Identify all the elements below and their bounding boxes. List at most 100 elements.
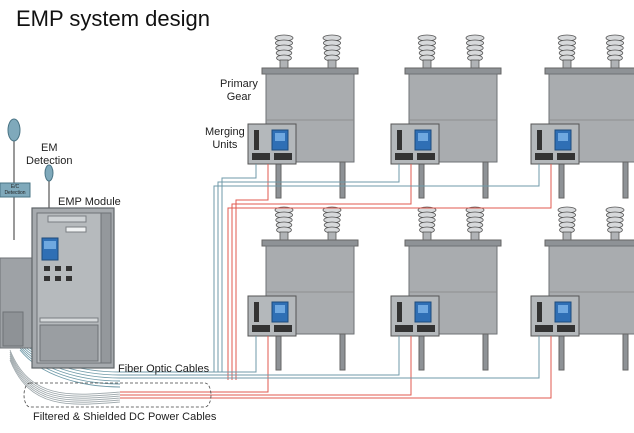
fiber-optic-cable: [19, 347, 121, 385]
bushing-base: [422, 59, 432, 69]
merging-unit-screen: [558, 305, 568, 313]
merging-unit: [247, 295, 297, 337]
dc-power-cable: [9, 351, 121, 397]
dc-power-cable: [9, 355, 121, 401]
dc-power-cable: [9, 359, 121, 405]
merging-unit-port: [417, 325, 435, 332]
merging-unit-port: [395, 325, 413, 332]
bushing: [322, 206, 342, 241]
merging-unit-port: [274, 325, 292, 332]
dc-power-cable: [120, 336, 552, 399]
bushing-base: [562, 59, 572, 69]
gear-unit-0: [247, 34, 359, 199]
merging-unit: [530, 123, 580, 165]
merging-unit-slot: [254, 130, 259, 150]
gear-unit-4: [390, 206, 502, 371]
dc-power-cable: [235, 164, 269, 380]
tank-lid: [261, 67, 359, 75]
tank-leg: [558, 161, 565, 199]
tank-lid: [404, 239, 502, 247]
fiber-optic-cable: [120, 336, 400, 376]
tank-leg: [622, 161, 629, 199]
bushing: [465, 206, 485, 241]
merging-unit-port: [417, 153, 435, 160]
tank-leg: [622, 333, 629, 371]
bushing: [605, 206, 625, 241]
tank-leg: [275, 161, 282, 199]
bushing: [322, 34, 342, 69]
fiber-optic-cable: [120, 336, 540, 379]
dc-power-cable: [231, 164, 412, 380]
primary-gear-label: Primary Gear: [220, 78, 258, 103]
merging-unit-port: [557, 325, 575, 332]
bushing-base: [279, 231, 289, 241]
bushing: [557, 206, 577, 241]
dc-power-cable: [9, 353, 121, 399]
bushing: [417, 206, 437, 241]
merging-unit-screen: [275, 305, 285, 313]
bushing: [417, 34, 437, 69]
gear-unit-5: [530, 206, 634, 371]
dc-power-cables-label: Filtered & Shielded DC Power Cables: [33, 411, 217, 423]
merging-unit: [247, 123, 297, 165]
bushing-base: [470, 59, 480, 69]
fiber-optic-cable: [19, 345, 121, 382]
merging-unit-screen: [418, 133, 428, 141]
dc-power-cable: [9, 357, 121, 403]
dc-power-cable: [9, 349, 121, 395]
fiber-optic-cable: [19, 349, 121, 388]
bushing-base: [327, 231, 337, 241]
bushing-base: [422, 231, 432, 241]
merging-unit-slot: [537, 130, 542, 150]
merging-units-label: Merging Units: [205, 126, 245, 151]
merging-unit: [530, 295, 580, 337]
gear-unit-3: [247, 206, 359, 371]
fiber-optic-cable: [120, 336, 257, 373]
bushing: [274, 206, 294, 241]
merging-unit-screen: [275, 133, 285, 141]
merging-unit-slot: [397, 302, 402, 322]
fiber-optic-cables-label: Fiber Optic Cables: [118, 363, 210, 375]
tank-lid: [261, 239, 359, 247]
primary-gear-group: [247, 34, 634, 371]
shielded-conduit: [23, 382, 212, 408]
bushing-base: [562, 231, 572, 241]
bushing: [465, 34, 485, 69]
tank-leg: [558, 333, 565, 371]
detection-box: [0, 182, 31, 198]
emp-module-cabinet: [31, 207, 115, 369]
page-title: EMP system design: [16, 6, 211, 31]
emp-module-label: EMP Module: [58, 196, 121, 208]
tank-lid: [404, 67, 502, 75]
bushing-base: [279, 59, 289, 69]
dc-power-cable: [227, 164, 552, 380]
merging-unit-slot: [254, 302, 259, 322]
tank-leg: [275, 333, 282, 371]
detection-box-label: E/C Detection: [4, 184, 26, 196]
fiber-optic-cable: [217, 164, 400, 372]
merging-unit-screen: [558, 133, 568, 141]
left-enclosure: [0, 257, 33, 349]
merging-unit-slot: [537, 302, 542, 322]
tank-lid: [544, 67, 634, 75]
bushing: [274, 34, 294, 69]
merging-unit-slot: [397, 130, 402, 150]
gear-unit-2: [530, 34, 634, 199]
bushing: [557, 34, 577, 69]
gear-unit-1: [390, 34, 502, 199]
tank-leg: [339, 161, 346, 199]
merging-unit: [390, 123, 440, 165]
merging-unit-port: [252, 153, 270, 160]
merging-unit-port: [274, 153, 292, 160]
merging-unit-port: [535, 325, 553, 332]
tank-lid: [544, 239, 634, 247]
tank-leg: [418, 161, 425, 199]
merging-unit-port: [535, 153, 553, 160]
tank-leg: [339, 333, 346, 371]
dc-power-cable: [120, 336, 412, 396]
merging-unit: [390, 295, 440, 337]
merging-unit-screen: [418, 305, 428, 313]
fiber-optic-cable: [221, 164, 257, 372]
bushing: [605, 34, 625, 69]
